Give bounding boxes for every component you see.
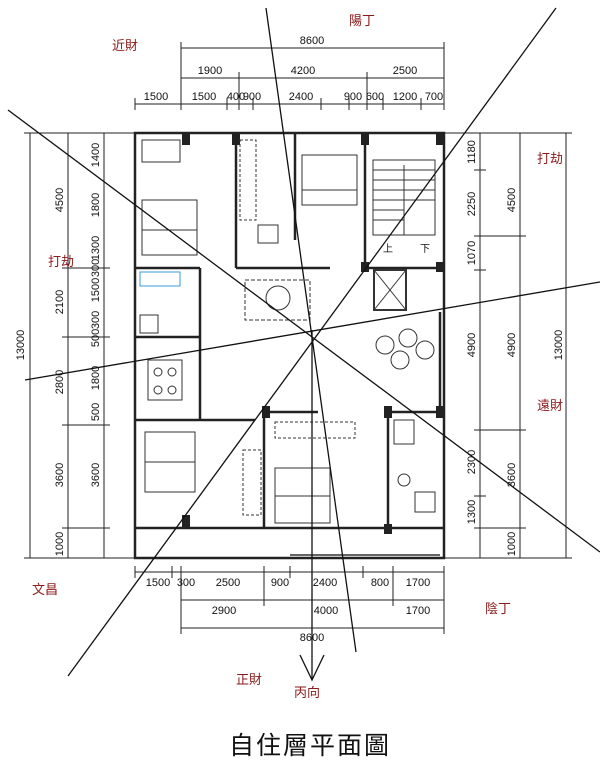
dim-left-outer: 4500 2100 2800 3600 1000 [54, 188, 66, 556]
dim-label: 4900 [506, 333, 518, 357]
dim-label: 3600 [506, 463, 518, 487]
label-jie-right: 打劫 [537, 152, 563, 167]
dim-label: 2250 [466, 192, 478, 216]
dim-label: 4900 [466, 333, 478, 357]
dim-right-inner: 1180 2250 1070 4900 2300 1300 [466, 140, 478, 524]
dim-label: 500 [90, 403, 102, 421]
dim-label: 300 [177, 577, 195, 589]
dim-label: 4500 [54, 188, 66, 212]
dim-label: 1400 [90, 143, 102, 167]
dim-label: 900 [271, 577, 289, 589]
dim-label: 13000 [553, 330, 565, 361]
dim-label: 1000 [506, 532, 518, 556]
label-jincai: 近財 [112, 39, 138, 54]
dim-label: 300 [90, 259, 102, 277]
dim-label: 500 [90, 329, 102, 347]
dim-top-total: 8600 [300, 35, 324, 47]
dim-label: 1900 [198, 65, 222, 77]
label-bingxiang: 丙向 [294, 685, 320, 701]
dim-label: 1500 [144, 91, 168, 103]
dim-label: 900 [243, 91, 261, 103]
dim-label: 900 [344, 91, 362, 103]
dim-label: 1700 [406, 605, 430, 617]
dim-right-outer: 4500 4900 3600 1000 [506, 188, 518, 556]
dim-label: 4500 [506, 188, 518, 212]
label-yuancai: 遠財 [537, 399, 563, 414]
label-zhengcai: 正財 [236, 673, 262, 688]
dim-label: 1700 [406, 577, 430, 589]
dim-label: 4000 [314, 605, 338, 617]
dim-label: 1800 [90, 366, 102, 390]
dim-label: 1500 [192, 91, 216, 103]
dim-label: 3600 [90, 463, 102, 487]
dim-label: 2400 [313, 577, 337, 589]
dim-label: 1500 [146, 577, 170, 589]
dim-label: 1800 [90, 193, 102, 217]
dim-label: 1300 [466, 500, 478, 524]
dim-label: 800 [371, 577, 389, 589]
label-yangding: 陽丁 [349, 14, 375, 29]
dim-label: 700 [425, 91, 443, 103]
dim-label: 600 [366, 91, 384, 103]
dim-label: 2500 [393, 65, 417, 77]
dim-label: 2800 [54, 370, 66, 394]
dim-label: 1300 [90, 236, 102, 260]
label-wenchang: 文昌 [32, 583, 58, 598]
plan-title: 自住層平面圖 [229, 731, 391, 760]
label-yinding: 陰丁 [485, 602, 511, 617]
dim-label: 2100 [54, 290, 66, 314]
dim-label: 400 [227, 91, 245, 103]
dim-top-row1: 1900 4200 2500 [198, 65, 417, 77]
label-jie-left: 打劫 [48, 255, 74, 270]
dim-bottom-row1: 1500 300 2500 900 2400 800 1700 [146, 577, 430, 589]
dim-label: 1070 [466, 241, 478, 265]
dim-label: 300 [90, 311, 102, 329]
dim-label: 3600 [54, 463, 66, 487]
dim-label: 1000 [54, 532, 66, 556]
dim-label: 2900 [212, 605, 236, 617]
dim-bottom-total: 8600 [300, 632, 324, 644]
dim-label: 2300 [466, 450, 478, 474]
stair-down-label: 下 [420, 244, 430, 255]
dim-label: 1200 [393, 91, 417, 103]
dim-label: 1500 [90, 278, 102, 302]
dim-label: 1180 [466, 140, 478, 164]
stair-up-label: 上 [383, 243, 393, 255]
dim-label: 4200 [291, 65, 315, 77]
dim-label: 13000 [15, 330, 27, 361]
dim-label: 2500 [216, 577, 240, 589]
dim-label: 2400 [289, 91, 313, 103]
dim-bottom-row2: 2900 4000 1700 [212, 605, 430, 617]
